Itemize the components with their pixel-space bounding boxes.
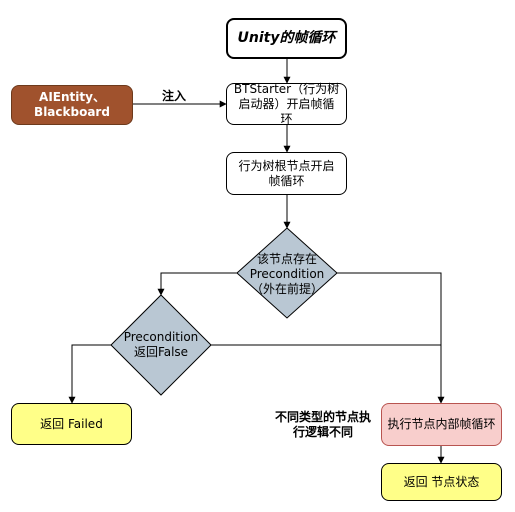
input-node: AIEntity、Blackboard [11, 85, 133, 125]
different-logic-text: 不同类型的节点执行逻辑不同 [274, 410, 371, 439]
different-logic-annotation: 不同类型的节点执行逻辑不同 [270, 408, 376, 442]
precondition-check-label: 该节点存在Precondition（外在前提） [244, 251, 330, 297]
precondition-false-diamond [110, 294, 212, 396]
inner-loop-node: 执行节点内部帧循环 [381, 403, 502, 446]
precondition-check-diamond [236, 227, 338, 319]
return-status-text: 返回 节点状态 [403, 474, 480, 489]
btstarter-text: BTStarter（行为树启动器）开启帧循环 [233, 81, 340, 126]
btstarter-node: BTStarter（行为树启动器）开启帧循环 [226, 81, 347, 126]
inner-loop-text: 执行节点内部帧循环 [387, 417, 496, 431]
root-loop-text: 行为树根节点开启帧循环 [238, 158, 335, 188]
return-failed-node: 返回 Failed [11, 403, 132, 445]
edge-check-to-innerloop [337, 272, 445, 404]
edge-false-to-failed [68, 344, 111, 404]
precondition-false-text: Precondition返回False [123, 330, 199, 359]
edge-check-to-false [157, 272, 237, 296]
return-status-node: 返回 节点状态 [381, 463, 502, 501]
precondition-check-text: 该节点存在Precondition（外在前提） [249, 251, 325, 296]
precondition-false-label: Precondition返回False [122, 330, 200, 360]
title-text: Unity的帧循环 [237, 30, 336, 46]
root-loop-node: 行为树根节点开启帧循环 [226, 152, 347, 195]
inject-text: 注入 [161, 88, 186, 103]
return-failed-text: 返回 Failed [40, 416, 103, 431]
inject-label: 注入 [150, 88, 198, 104]
title-node: Unity的帧循环 [226, 18, 347, 59]
input-text: AIEntity、Blackboard [34, 90, 110, 119]
